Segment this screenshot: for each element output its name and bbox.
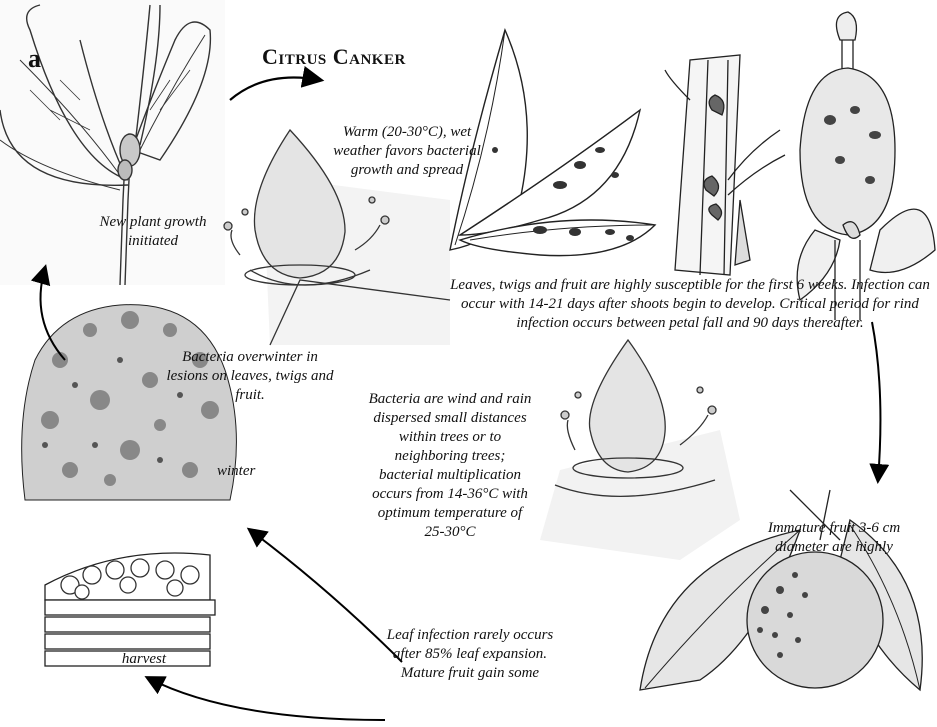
page-title: Citrus Canker — [262, 44, 406, 70]
susceptibility-caption: Leaves, twigs and fruit are highly susce… — [444, 276, 936, 333]
warm-weather-caption: Warm (20-30°C), wet weather favors bacte… — [322, 123, 492, 180]
spotted-fruit-icon — [797, 12, 935, 320]
overwinter-caption: Bacteria overwinter in lesions on leaves… — [166, 348, 334, 405]
winter-label: winter — [217, 462, 277, 481]
new-growth-caption: New plant growth initiated — [78, 213, 228, 251]
immature-fruit-caption: Immature fruit 3-6 cm diameter are highl… — [744, 519, 924, 557]
twig-lesion-icon — [665, 55, 785, 275]
harvest-label: harvest — [104, 650, 184, 669]
raindrop-splash-icon — [540, 340, 740, 560]
leaf-infection-caption: Leaf infection rarely occurs after 85% l… — [380, 626, 560, 683]
dispersal-caption: Bacteria are wind and rain dispersed sma… — [366, 390, 534, 542]
panel-label: a — [28, 44, 41, 74]
